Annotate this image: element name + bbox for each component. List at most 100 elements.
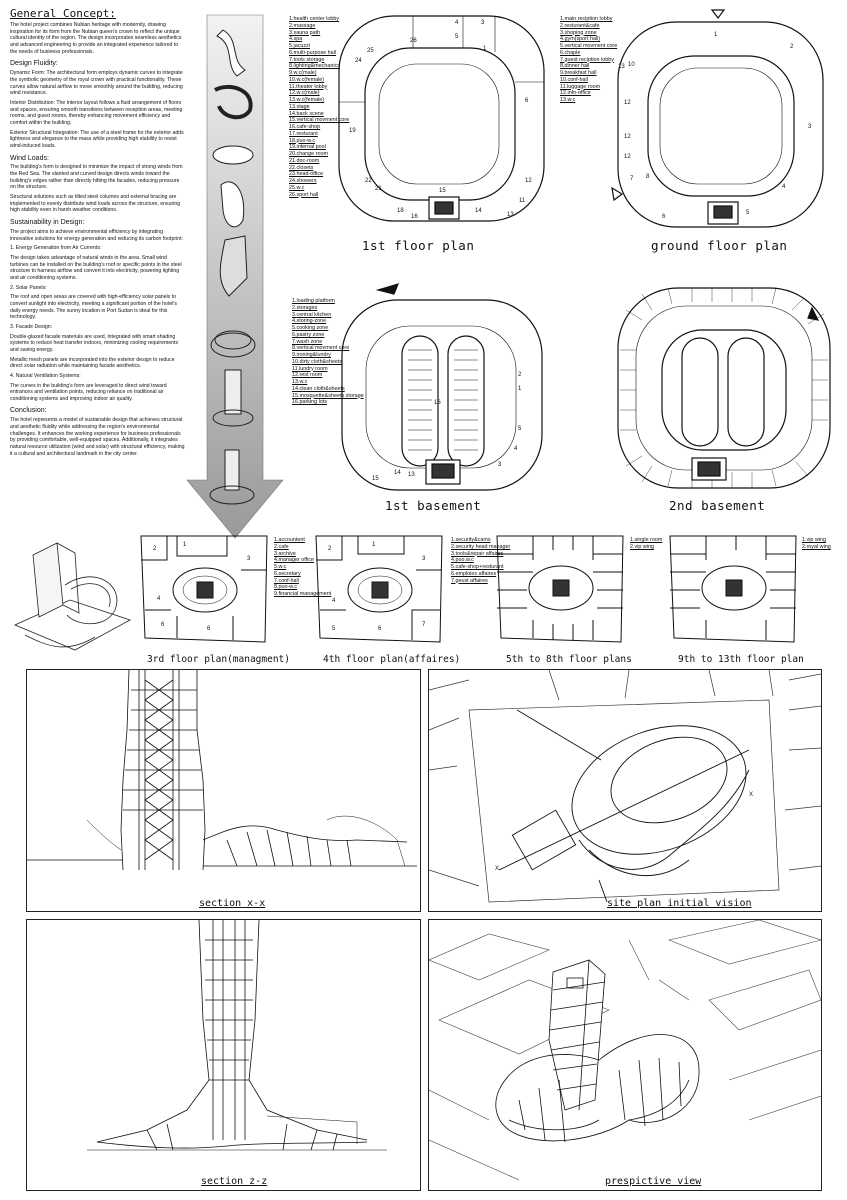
svg-text:26: 26 <box>410 38 417 44</box>
perspective-drawing <box>429 920 821 1181</box>
legend-item: 19.internal pool <box>289 144 326 151</box>
conclusion-paragraph: The hotel represents a model of sustaina… <box>10 417 185 457</box>
svg-text:13: 13 <box>618 64 625 70</box>
legend-item: 6.emploies affaires <box>451 570 497 577</box>
second-basement-title: 2nd basement <box>669 498 766 513</box>
ground-floor-plan-title: ground floor plan <box>651 238 788 253</box>
sustainability-point-3a: Double-glazed facade materials are used,… <box>10 333 179 353</box>
legend-item: 2.security head manager <box>451 543 511 550</box>
legend-item: 5.w.c <box>274 564 287 570</box>
legend-item: 9.w.c(male) <box>289 70 317 76</box>
sustainability-point-2-heading: 2. Solar Panels: <box>10 284 47 291</box>
svg-text:7: 7 <box>422 622 426 628</box>
svg-text:3: 3 <box>498 462 502 468</box>
svg-text:13: 13 <box>507 212 514 218</box>
basement-legend: 1.loading platform 2.storages 3.central … <box>292 298 364 406</box>
svg-text:6: 6 <box>662 214 666 220</box>
legend-item: 12.info-office <box>560 90 591 97</box>
svg-text:4: 4 <box>782 184 786 190</box>
form-evolution-diagram <box>186 14 284 539</box>
svg-text:15: 15 <box>372 476 379 482</box>
fluidity-paragraph-1: Dynamic Form: The architectural form emp… <box>10 70 183 97</box>
legend-item: 14.back scene <box>289 110 324 117</box>
legend-item: 2.vip wing <box>630 543 654 550</box>
svg-text:4: 4 <box>157 596 161 602</box>
legend-item: 9.ironing&lundry <box>292 352 331 358</box>
ground-floor-legend: 1.main reciption lobby 2.resturant&cafe … <box>560 16 618 104</box>
svg-text:5: 5 <box>518 426 522 432</box>
legend-item: 5.cafe-shop+resturant <box>451 564 504 570</box>
legend-item: 11.lundry room <box>292 365 328 372</box>
svg-text:14: 14 <box>475 208 482 214</box>
svg-text:6: 6 <box>378 626 382 632</box>
legend-item: 13.w.c <box>560 97 576 103</box>
legend-item: 15.vertical movment core <box>289 117 350 124</box>
legend-item: 7.geust affaires <box>451 577 488 584</box>
legend-item: 4.gym(sport hall) <box>560 36 601 43</box>
legend-item: 6.multi-purpose hall <box>289 49 337 56</box>
legend-item: 3.central kitchen <box>292 311 332 318</box>
legend-item: 5.jacuzzi <box>289 43 310 49</box>
legend-item: 1.health center lobby <box>289 16 340 22</box>
sustainability-point-4-heading: 4. Natural Ventilation Systems: <box>10 372 81 379</box>
legend-item: 8.lighting&mechanics <box>289 63 340 70</box>
svg-text:5: 5 <box>455 34 459 40</box>
section-mark-x-right: X <box>749 792 753 798</box>
svg-text:2: 2 <box>518 372 522 378</box>
wind-heading: Wind Loads: <box>10 154 49 162</box>
legend-item: 10.w.c(female) <box>289 76 325 83</box>
ninth-floor-plan <box>669 535 797 643</box>
svg-text:24: 24 <box>355 58 362 64</box>
sustainability-point-1-heading: 1. Energy Generation from Air Currents: <box>10 245 102 252</box>
legend-item: 21.doc-room <box>289 157 320 164</box>
fluidity-heading: Design Fluidity: <box>10 60 58 68</box>
svg-text:19: 19 <box>349 128 356 134</box>
sustainability-point-3b: Metallic mesh panels are incorporated in… <box>10 356 175 370</box>
first-floor-legend: 1.health center lobby 2.massage 3.sauna … <box>289 16 350 198</box>
section-zz-panel: section z-z <box>26 919 421 1191</box>
site-plan-drawing: X X <box>429 670 821 903</box>
sustainability-point-2: The roof and open areas are covered with… <box>10 294 177 321</box>
svg-text:6: 6 <box>525 98 529 104</box>
sustainability-point-1: The design takes advantage of natural wi… <box>10 255 182 281</box>
legend-item: 5.cooking zone <box>292 325 329 331</box>
svg-text:3: 3 <box>422 556 426 562</box>
legend-item: 26.sport hall <box>289 191 319 198</box>
legend-item: 3.shoping zone <box>560 29 597 36</box>
fourth-floor-legend: 1.security&cams 2.security head manager … <box>451 537 511 584</box>
legend-item: 5.vertical movment core <box>560 43 618 49</box>
legend-item: 6.pastry zone <box>292 331 325 338</box>
legend-item: 8.dinner hall <box>560 63 590 70</box>
legend-item: 13.stage <box>289 103 310 110</box>
svg-text:1: 1 <box>518 386 522 392</box>
legend-item: 16.parking lots <box>292 399 328 406</box>
legend-item: 9.financial management <box>274 591 332 597</box>
legend-item: 17.resturant <box>289 130 318 137</box>
svg-text:4: 4 <box>455 20 459 26</box>
legend-item: 12.rest room <box>292 372 323 379</box>
svg-text:14: 14 <box>394 470 401 476</box>
legend-item: 22.closets <box>289 164 314 171</box>
legend-item: 10.dirty cloth&sheets <box>292 358 343 365</box>
site-plan-panel: X X site plan initial vision <box>428 669 822 912</box>
svg-text:16: 16 <box>411 214 418 220</box>
svg-text:4: 4 <box>514 446 518 452</box>
legend-item: 4.spa <box>289 36 303 43</box>
sustainability-heading: Sustainability in Design: <box>10 219 85 227</box>
first-floor-plan-title: 1st floor plan <box>362 238 475 253</box>
legend-item: 2.resturant&cafe <box>560 22 600 29</box>
site-plan-title: site plan initial vision <box>607 898 752 909</box>
svg-text:21: 21 <box>375 186 382 192</box>
first-basement-title: 1st basement <box>385 498 482 513</box>
legend-item: 2.royal wing <box>802 543 831 550</box>
svg-text:4: 4 <box>332 598 336 604</box>
svg-text:1: 1 <box>714 32 718 38</box>
svg-text:3: 3 <box>481 20 485 26</box>
svg-text:16: 16 <box>434 400 441 406</box>
legend-item: 7.conf-hall <box>274 577 299 584</box>
svg-text:1: 1 <box>483 46 487 52</box>
svg-text:11: 11 <box>519 198 526 204</box>
